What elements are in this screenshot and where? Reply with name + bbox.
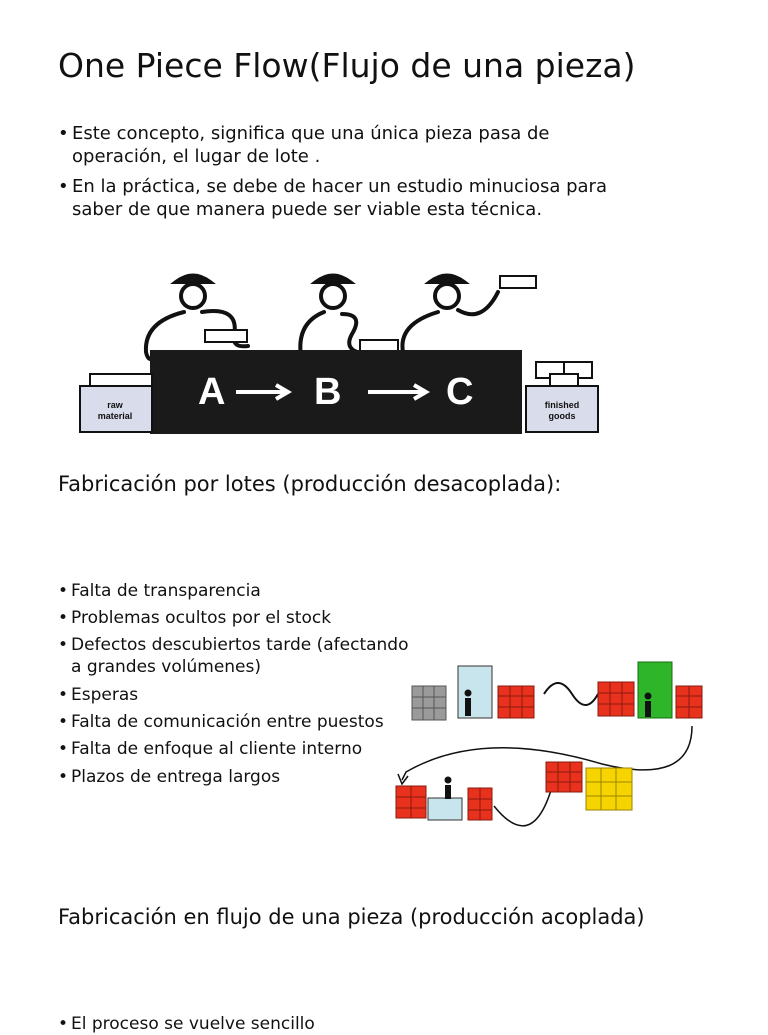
stock-pile-icon	[675, 685, 703, 719]
stock-pile-icon	[497, 685, 535, 719]
list-item: • Problemas ocultos por el stock	[58, 608, 332, 628]
bullet-line: operación, el lugar de lote .	[72, 146, 321, 167]
assembly-line	[150, 350, 522, 434]
stock-pile-icon	[597, 681, 635, 717]
part-icon	[204, 329, 248, 343]
bullet-icon: •	[58, 608, 69, 628]
bullet-icon: •	[58, 581, 69, 601]
finished-goods-label: goods	[549, 411, 576, 421]
flow-arrow-icon	[401, 725, 693, 781]
worker-icon	[444, 776, 452, 799]
intro-bullet-1: • Este concepto, significa que una única…	[58, 122, 748, 168]
worker-icon	[644, 692, 652, 717]
bullet-line: En la práctica, se debe de hacer un estu…	[72, 176, 607, 197]
list-item: • El proceso se vuelve sencillo	[58, 1014, 315, 1034]
finished-goods-bin	[525, 385, 599, 433]
worker-icon	[464, 689, 472, 716]
stock-pile-icon	[411, 685, 447, 721]
stock-pile-icon	[545, 761, 583, 793]
bullet-icon: •	[58, 712, 69, 732]
station-b-label: B	[314, 371, 341, 413]
list-item: • Defectos descubiertos tarde (afectando…	[58, 635, 409, 677]
bullet-icon: •	[58, 767, 69, 787]
intro-bullet-2: • En la práctica, se debe de hacer un es…	[58, 175, 748, 221]
station-a-label: A	[198, 371, 225, 413]
bullet-icon: •	[58, 685, 69, 705]
bullet-icon: •	[58, 176, 69, 197]
machine-icon	[637, 661, 673, 719]
raw-material-label: material	[98, 411, 133, 421]
machine-icon	[457, 665, 493, 719]
list-item: • Falta de comunicación entre puestos	[58, 712, 384, 732]
bullet-line: saber de que manera puede ser viable est…	[72, 199, 543, 220]
worker-icon	[400, 273, 500, 358]
batch-production-heading: Fabricación por lotes (producción desaco…	[58, 472, 562, 496]
batch-production-illustration	[395, 661, 703, 827]
bullet-line: Este concepto, significa que una única p…	[72, 123, 550, 144]
raw-material-bin	[79, 385, 153, 433]
raw-material-label: raw	[107, 400, 124, 410]
finished-goods-label: finished	[545, 400, 580, 410]
stock-pile-icon	[467, 787, 493, 821]
bullet-icon: •	[58, 635, 69, 655]
page-title: One Piece Flow(Flujo de una pieza)	[58, 46, 636, 85]
bullet-icon: •	[58, 1014, 69, 1034]
flow-production-heading: Fabricación en flujo de una pieza (produ…	[58, 905, 645, 929]
bullet-icon: •	[58, 739, 69, 759]
one-piece-flow-illustration: A B C raw material finished goods	[79, 273, 599, 434]
arrow-right-icon	[236, 383, 292, 401]
flow-arrow-icon	[543, 682, 599, 706]
list-item: • Falta de transparencia	[58, 581, 261, 601]
stock-pile-icon	[395, 785, 427, 819]
arrow-right-icon	[368, 383, 430, 401]
part-icon	[499, 275, 537, 289]
list-item: • Esperas	[58, 685, 139, 705]
bullet-icon: •	[58, 123, 69, 144]
list-item: • Plazos de entrega largos	[58, 767, 281, 787]
list-item: • Falta de enfoque al cliente interno	[58, 739, 363, 759]
worker-icon	[143, 273, 250, 362]
stock-pile-icon	[585, 767, 633, 811]
station-c-label: C	[446, 371, 473, 413]
machine-icon	[427, 797, 463, 821]
flow-arrow-icon	[493, 773, 555, 827]
